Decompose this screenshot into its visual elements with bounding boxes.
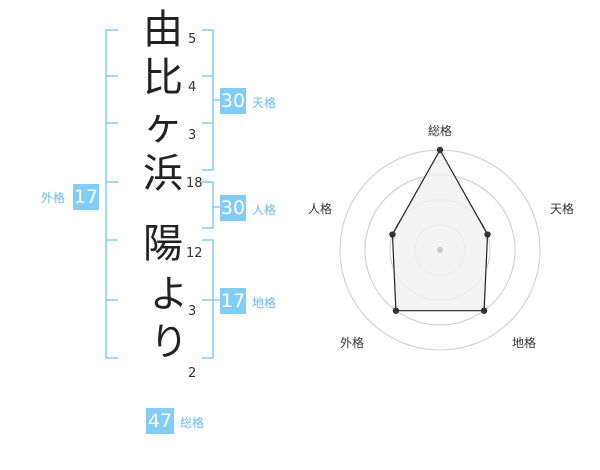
radar-label-tenkaku: 天格 [550, 202, 575, 216]
stroke-count: 3 [188, 304, 197, 319]
name-char: 由 [143, 7, 183, 53]
name-char: 陽 [143, 221, 183, 267]
radar-label-soukaku: 総格 [428, 124, 453, 138]
stroke-count: 18 [186, 176, 203, 191]
jinkaku-value: 30 [220, 195, 246, 221]
soukaku-label: 総格 [180, 416, 205, 430]
radar-point [484, 231, 491, 238]
tenkaku-label: 天格 [252, 96, 277, 110]
radar-label-chikaku: 地格 [512, 336, 537, 350]
radar-label-jinkaku: 人格 [308, 202, 333, 216]
stroke-count: 2 [188, 366, 197, 381]
radar-point [392, 307, 400, 314]
name-char: ヶ [143, 103, 183, 149]
name-char: 比 [143, 55, 183, 101]
name-char: 浜 [143, 151, 183, 197]
stroke-count: 12 [186, 246, 203, 261]
gaikaku-value: 17 [73, 184, 99, 210]
radar-point [436, 146, 444, 154]
name-char: より [128, 270, 198, 366]
radar-polygon [391, 148, 489, 312]
chikaku-bracket [202, 239, 214, 359]
chikaku-label: 地格 [252, 296, 277, 310]
soukaku-value: 47 [146, 408, 174, 434]
stroke-count: 5 [188, 32, 197, 47]
gaikaku-label: 外格 [41, 191, 66, 205]
radar-center-dot [437, 247, 443, 253]
stroke-count: 4 [188, 80, 197, 95]
jinkaku-label: 人格 [252, 203, 277, 217]
radar-point [389, 231, 396, 238]
radar-label-gaikaku: 外格 [340, 336, 365, 350]
tenkaku-value: 30 [220, 88, 246, 114]
stroke-count: 3 [188, 128, 197, 143]
gaikaku-bracket [105, 29, 118, 359]
radar-point [480, 307, 488, 314]
chikaku-value: 17 [220, 288, 246, 314]
jinkaku-bracket [202, 181, 214, 229]
